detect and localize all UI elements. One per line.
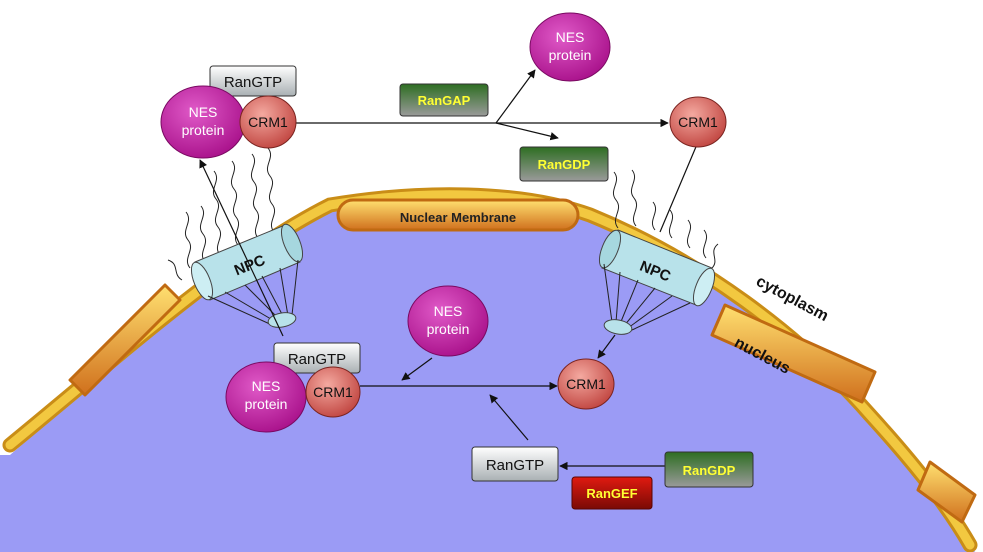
svg-text:CRM1: CRM1	[678, 114, 718, 130]
arrow-to-rangdp	[495, 122, 559, 141]
nes-protein-complex-nucleus: NES protein	[225, 361, 307, 433]
crm1-top-complex: CRM1	[239, 95, 297, 149]
arrow-free-crm1-to-npc	[659, 141, 699, 233]
released-nes-protein: NES protein	[529, 12, 611, 82]
membrane-pad-right	[710, 303, 877, 404]
svg-text:protein: protein	[427, 321, 470, 337]
npc-right: NPC	[598, 169, 719, 335]
svg-text:RanGEF: RanGEF	[586, 486, 637, 501]
svg-text:RanGDP: RanGDP	[683, 463, 736, 478]
svg-text:CRM1: CRM1	[566, 376, 606, 392]
svg-text:RanGTP: RanGTP	[224, 74, 282, 91]
svg-text:RanGDP: RanGDP	[538, 157, 591, 172]
nuclear-membrane-label: Nuclear Membrane	[400, 210, 516, 225]
imported-crm1-nucleus: CRM1	[557, 358, 615, 410]
membrane-pad-left	[68, 283, 182, 397]
svg-text:RanGTP: RanGTP	[288, 351, 346, 368]
arrow-npc-to-imported-crm1	[597, 334, 616, 359]
free-nes-protein-nucleus: NES protein	[407, 285, 489, 357]
rangdp-box-nucleus: RanGDP	[664, 451, 754, 488]
rangdp-box-top: RanGDP	[519, 146, 609, 182]
crm1-complex-nucleus: CRM1	[305, 366, 361, 418]
svg-text:protein: protein	[182, 122, 225, 138]
arrow-to-released-nes	[495, 69, 536, 124]
svg-text:NES: NES	[556, 29, 585, 45]
rangtp-box-complex: RanGTP	[273, 342, 361, 374]
rangtp-box-top: RanGTP	[209, 65, 297, 97]
svg-text:NES: NES	[434, 303, 463, 319]
svg-text:RanGAP: RanGAP	[418, 93, 471, 108]
rangap-box: RanGAP	[399, 83, 489, 117]
svg-text:NES: NES	[189, 104, 218, 120]
membrane-end-cap	[916, 460, 977, 524]
svg-text:NES: NES	[252, 378, 281, 394]
arrow-npc-to-complex-top	[199, 159, 284, 337]
npc-left: NPC	[167, 147, 304, 328]
arrow-rangtp-up	[489, 394, 529, 441]
arrow-nes-to-complex	[401, 357, 433, 381]
svg-text:CRM1: CRM1	[248, 114, 288, 130]
svg-text:protein: protein	[245, 396, 288, 412]
svg-text:RanGTP: RanGTP	[486, 457, 544, 474]
svg-text:protein: protein	[549, 47, 592, 63]
nes-protein-top: NES protein	[160, 85, 246, 159]
rangef-box: RanGEF	[571, 476, 653, 510]
rangtp-box-nucleus: RanGTP	[471, 446, 559, 482]
svg-text:CRM1: CRM1	[313, 384, 353, 400]
membrane-pad-top	[336, 198, 580, 232]
free-crm1-top: CRM1	[669, 96, 727, 148]
